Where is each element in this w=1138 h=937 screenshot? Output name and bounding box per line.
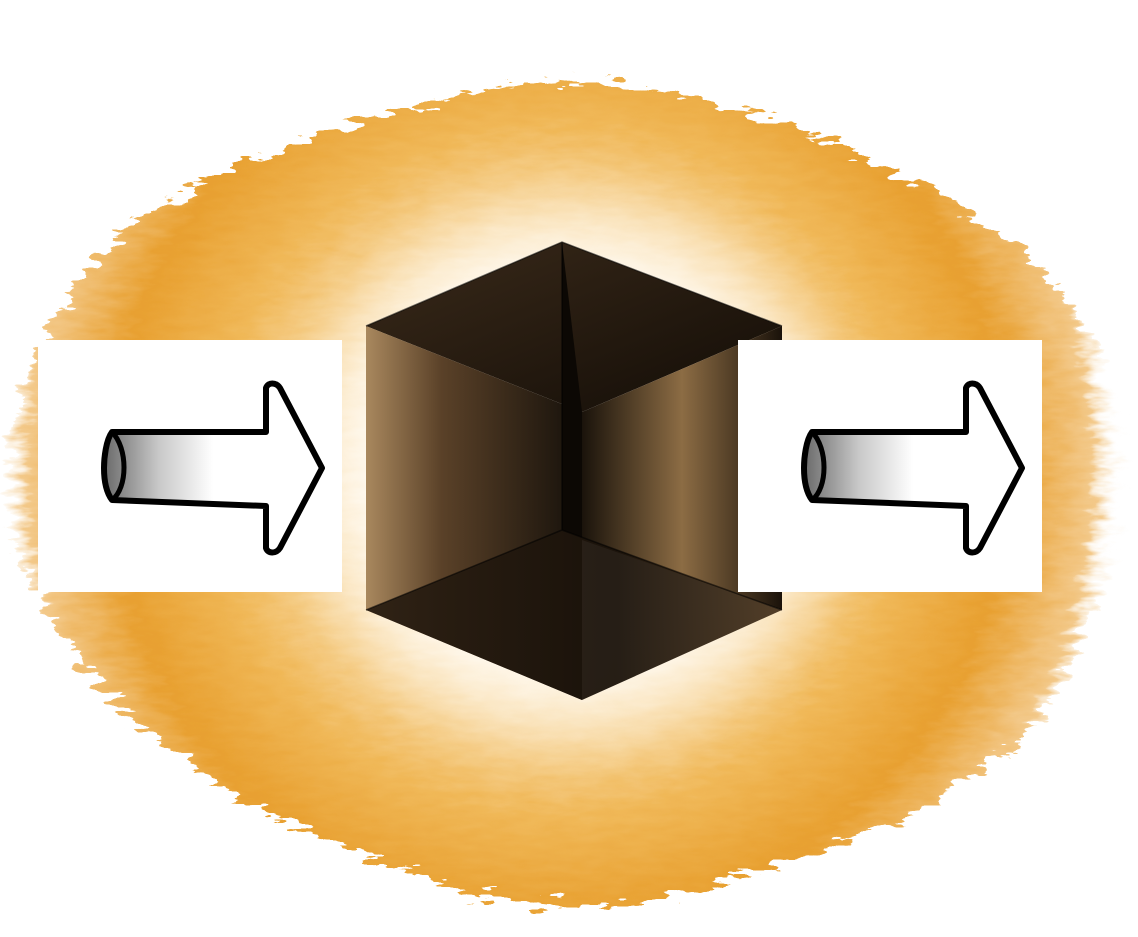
arrow-right-icon [738, 340, 1042, 592]
output-arrow-panel [738, 340, 1042, 592]
